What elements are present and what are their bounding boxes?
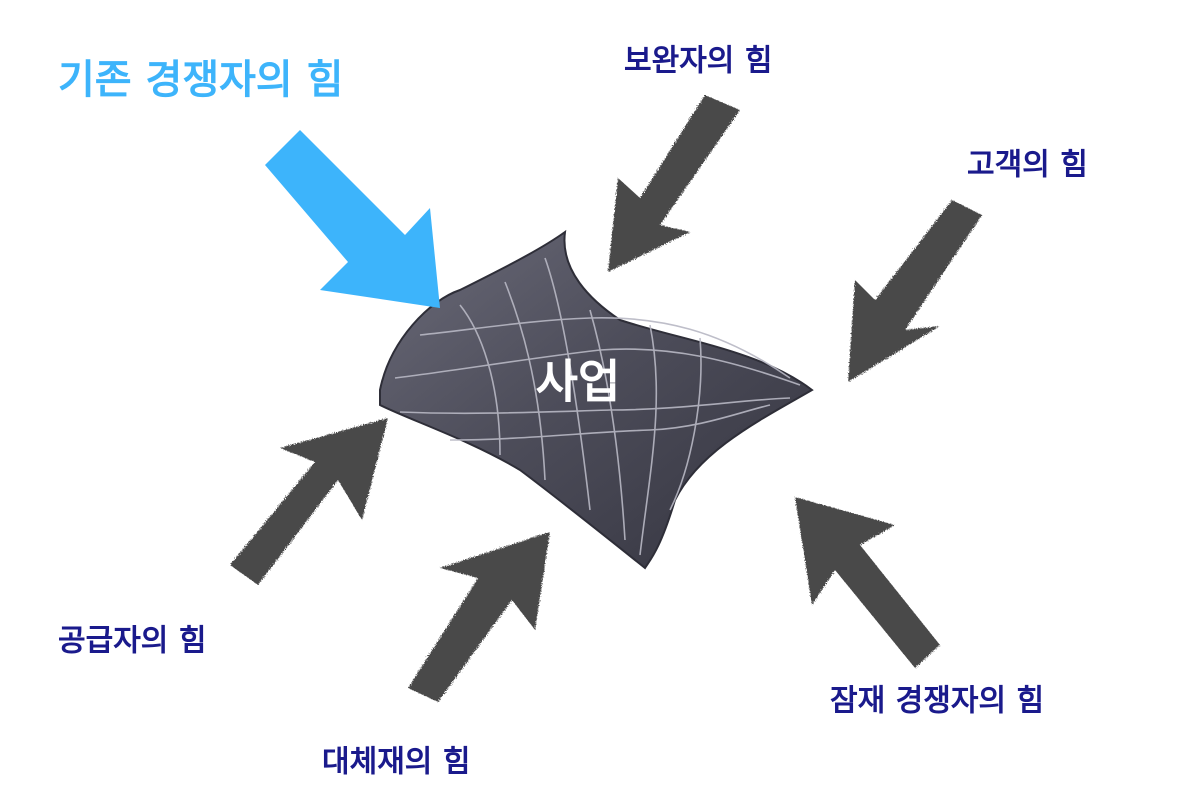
complementors-label: 보완자의 힘 [624,44,772,79]
existing-competitors-label: 기존 경쟁자의 힘 [58,57,343,103]
potential-competitors-label: 잠재 경쟁자의 힘 [830,684,1044,719]
substitutes-label: 대체재의 힘 [322,745,470,780]
suppliers-arrow [230,418,388,585]
existing-competitors-arrow [265,130,440,308]
customers-arrow [848,200,982,382]
customers-label: 고객의 힘 [967,148,1088,183]
suppliers-label: 공급자의 힘 [58,624,206,659]
substitutes-arrow [408,532,550,702]
center-label: 사업 [536,355,621,409]
complementors-arrow [608,95,740,272]
dark-arrows [230,95,982,702]
potential-competitors-arrow [795,497,940,668]
surface-grid [394,257,801,556]
business-surface: 사업 [379,229,814,570]
surface-shape [379,229,814,570]
